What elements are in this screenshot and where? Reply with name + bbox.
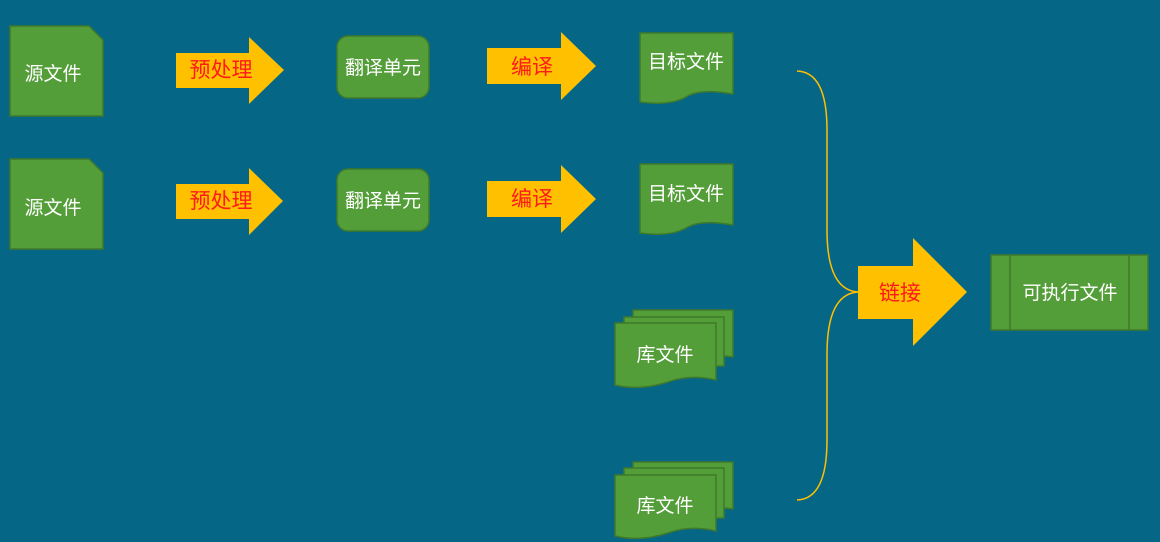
translation-unit-2-label: 翻译单元 [345, 190, 421, 212]
library-file-2: 库文件 [614, 461, 734, 540]
preprocess-arrow-2-label: 预处理 [190, 189, 253, 213]
translation-unit-1-label: 翻译单元 [345, 57, 421, 79]
compile-arrow-1-label: 编译 [511, 55, 553, 79]
object-file-1 [639, 32, 734, 104]
source-file-2-label: 源文件 [24, 197, 81, 219]
translation-unit-1 [336, 35, 430, 99]
library-file-1-sheet-front [614, 322, 717, 389]
library-file-1-label: 库文件 [636, 344, 693, 366]
compile-arrow-2-label: 编译 [511, 187, 553, 211]
object-file-1-label: 目标文件 [648, 51, 724, 73]
source-file-2 [9, 158, 104, 250]
executable-label: 可执行文件 [1022, 282, 1117, 304]
object-file-2-label: 目标文件 [648, 183, 724, 205]
library-file-1: 库文件 [614, 309, 734, 389]
merge-brace [796, 70, 859, 501]
link-arrow [858, 238, 967, 346]
preprocess-arrow-1 [176, 37, 284, 104]
object-file-2 [639, 163, 734, 235]
preprocess-arrow-1-label: 预处理 [190, 58, 253, 82]
executable-file: 可执行文件 [990, 254, 1149, 331]
source-file-1 [9, 25, 104, 117]
row-2: 源文件 预处理 翻译单元 编译 目标文件 [9, 158, 734, 250]
translation-unit-2 [336, 168, 430, 232]
link-arrow-label: 链接 [879, 281, 921, 305]
row-1: 源文件 预处理 翻译单元 编译 目标文件 [9, 25, 734, 117]
source-file-1-label: 源文件 [24, 63, 81, 85]
library-file-2-sheet-front [614, 474, 717, 540]
library-file-2-label: 库文件 [636, 495, 693, 517]
compile-arrow-2 [487, 165, 596, 233]
compile-arrow-1 [487, 32, 596, 100]
preprocess-arrow-2 [176, 168, 283, 235]
executable-box [990, 254, 1149, 331]
